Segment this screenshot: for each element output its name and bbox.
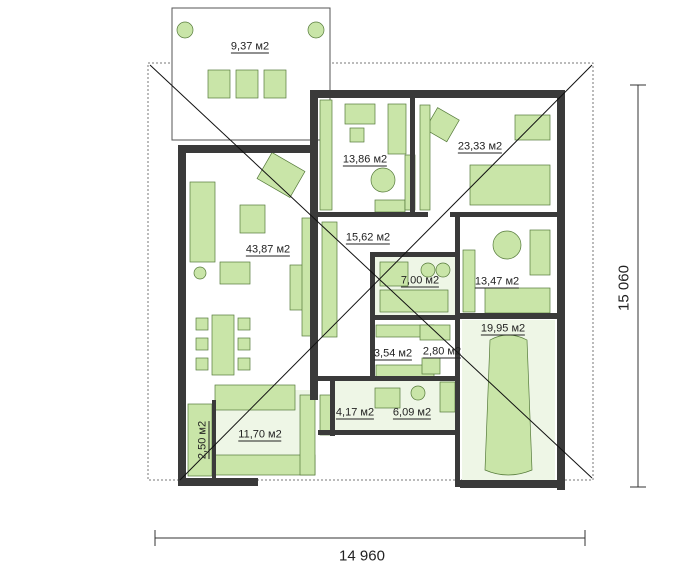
room-area-master-bedroom: 23,33 м2 <box>457 140 503 154</box>
room-area-hall: 15,62 м2 <box>345 231 391 245</box>
room-area-bedroom-1: 13,86 м2 <box>342 153 388 167</box>
depth-dimension: 15 060 <box>615 265 633 311</box>
room-area-entrance: 4,17 м2 <box>335 406 375 420</box>
room-area-living: 43,87 м2 <box>245 243 291 257</box>
room-area-bathroom: 7,00 м2 <box>400 274 440 288</box>
room-area-kitchen: 11,70 м2 <box>238 428 282 442</box>
room-area-terrace: 9,37 м2 <box>230 40 270 54</box>
walls <box>178 90 565 490</box>
room-area-wc: 2,80 м2 <box>422 345 462 359</box>
width-dimension: 14 960 <box>339 547 385 565</box>
roof-outline <box>147 62 594 481</box>
room-area-wardrobe: 3,54 м2 <box>373 347 413 361</box>
car-icon <box>484 334 533 476</box>
room-area-garage: 19,95 м2 <box>480 322 526 336</box>
room-area-utility: 6,09 м2 <box>392 406 432 420</box>
room-area-bedroom-2: 13,47 м2 <box>474 275 520 289</box>
roof-diagonal <box>179 64 593 481</box>
room-area-pantry: 2,50 м2 <box>196 420 210 460</box>
roof-diagonal <box>149 64 593 479</box>
